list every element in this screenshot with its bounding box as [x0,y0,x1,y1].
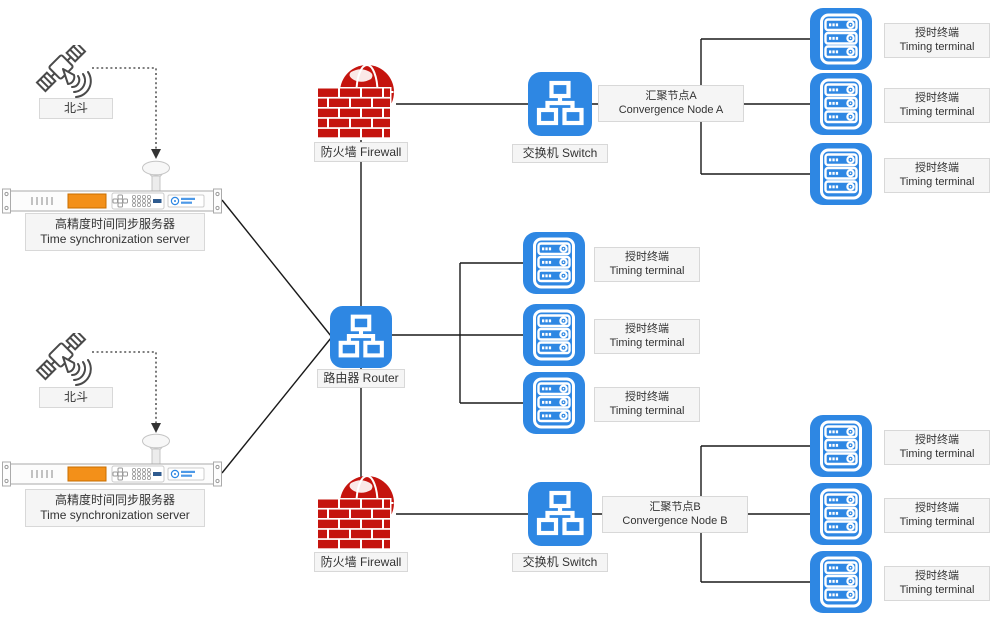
timing-terminal-label-en: Timing terminal [899,105,975,118]
timing-terminal-label-zh: 授时终端 [915,91,959,104]
switch-label: 交换机 Switch [512,553,608,572]
firewall-label: 防火墙 Firewall [314,142,408,162]
timing-terminal-label-zh: 授时终端 [915,161,959,174]
timing-terminal-label-zh: 授时终端 [625,250,669,263]
timing-terminal-icon [523,372,585,434]
node-a-label-en: Convergence Node A [618,103,724,116]
convergence-node-b-label: 汇聚节点B Convergence Node B [602,496,748,533]
router-icon [330,306,392,368]
timing-terminal-icon [810,143,872,205]
timing-terminal-label-en: Timing terminal [899,40,975,53]
beidou-label-text: 北斗 [63,390,88,404]
router-label: 路由器 Router [317,369,405,388]
timing-terminal-label-zh: 授时终端 [915,433,959,446]
timing-terminal-label: 授时终端 Timing terminal [594,387,700,422]
switch-label: 交换机 Switch [512,144,608,163]
firewall-label: 防火墙 Firewall [314,552,408,572]
time-server-label-en: Time synchronization server [40,508,190,522]
timing-terminal-label-en: Timing terminal [899,175,975,188]
timing-terminal-label-zh: 授时终端 [625,390,669,403]
timing-terminal-label: 授时终端 Timing terminal [884,88,990,123]
timing-terminal-label: 授时终端 Timing terminal [884,23,990,58]
firewall-label-text: 防火墙 Firewall [320,554,402,569]
timing-terminal-label-zh: 授时终端 [915,569,959,582]
time-server-device [2,461,222,487]
timing-terminal-label: 授时终端 Timing terminal [594,247,700,282]
timing-terminal-label-en: Timing terminal [899,447,975,460]
switch-icon [528,482,592,546]
switch-icon [528,72,592,136]
beidou-label: 北斗 [39,98,113,119]
timing-terminal-icon [810,8,872,70]
timing-terminal-label-en: Timing terminal [899,583,975,596]
timing-terminal-label: 授时终端 Timing terminal [884,566,990,601]
satellite-icon [34,45,108,101]
time-server-label-en: Time synchronization server [40,232,190,246]
time-server-label: 高精度时间同步服务器 Time synchronization server [25,489,205,527]
timing-terminal-label-en: Timing terminal [609,264,685,277]
timing-terminal-label-zh: 授时终端 [915,26,959,39]
timing-terminal-icon [810,551,872,613]
timing-terminal-icon [523,232,585,294]
time-server-label: 高精度时间同步服务器 Time synchronization server [25,213,205,251]
timing-terminal-icon [810,483,872,545]
gps-antenna-icon [141,433,171,465]
timing-terminal-icon [523,304,585,366]
firewall-icon [315,473,407,553]
gps-antenna-icon [141,160,171,192]
node-b-label-en: Convergence Node B [622,514,728,527]
time-server-label-zh: 高精度时间同步服务器 [54,493,175,507]
timing-terminal-label: 授时终端 Timing terminal [594,319,700,354]
firewall-label-text: 防火墙 Firewall [320,144,402,159]
timing-terminal-label-en: Timing terminal [899,515,975,528]
time-server-device [2,188,222,214]
firewall-icon [315,62,407,142]
timing-terminal-icon [810,73,872,135]
timing-terminal-label-zh: 授时终端 [915,501,959,514]
time-server-label-zh: 高精度时间同步服务器 [54,217,175,231]
timing-terminal-label: 授时终端 Timing terminal [884,430,990,465]
node-b-label-zh: 汇聚节点B [649,500,701,513]
timing-terminal-label-zh: 授时终端 [625,322,669,335]
switch-label-text: 交换机 Switch [522,555,598,569]
timing-terminal-label-en: Timing terminal [609,404,685,417]
timing-terminal-label: 授时终端 Timing terminal [884,498,990,533]
timing-terminal-label: 授时终端 Timing terminal [884,158,990,193]
beidou-label-text: 北斗 [63,101,88,115]
timing-terminal-icon [810,415,872,477]
router-label-text: 路由器 Router [323,371,399,385]
timing-terminal-label-en: Timing terminal [609,336,685,349]
satellite-icon [34,333,108,389]
convergence-node-a-label: 汇聚节点A Convergence Node A [598,85,744,122]
beidou-label: 北斗 [39,387,113,408]
switch-label-text: 交换机 Switch [522,146,598,160]
node-a-label-zh: 汇聚节点A [645,89,697,102]
